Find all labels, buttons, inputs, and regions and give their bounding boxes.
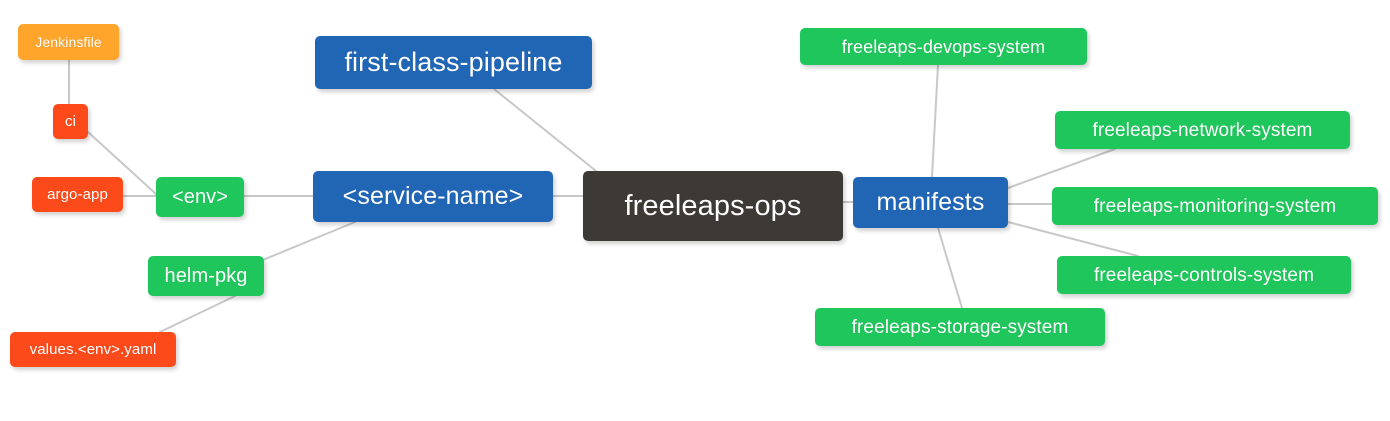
node-label-argo-app: argo-app: [47, 186, 108, 203]
node-freeleaps-ops[interactable]: freeleaps-ops: [583, 171, 843, 241]
node-label-freeleaps-controls-system: freeleaps-controls-system: [1093, 264, 1315, 286]
node-jenkinsfile[interactable]: Jenkinsfile: [18, 24, 119, 60]
node-values-env-yaml[interactable]: values.<env>.yaml: [10, 332, 176, 367]
edge-helm-pkg-to-service-name: [257, 221, 356, 263]
node-env[interactable]: <env>: [156, 177, 244, 217]
node-label-ci: ci: [64, 113, 77, 130]
edge-freeleaps-devops-system-to-manifests: [931, 64, 939, 178]
node-manifests[interactable]: manifests: [853, 177, 1008, 228]
node-label-helm-pkg: helm-pkg: [164, 265, 248, 287]
edge-values-env-yaml-to-helm-pkg: [159, 295, 236, 333]
node-label-freeleaps-ops: freeleaps-ops: [624, 189, 802, 222]
node-freeleaps-network-system[interactable]: freeleaps-network-system: [1055, 111, 1350, 149]
node-label-env: <env>: [171, 186, 229, 208]
node-label-values-env-yaml: values.<env>.yaml: [29, 341, 157, 358]
edge-manifests-to-freeleaps-controls-system: [1007, 221, 1139, 257]
node-ci[interactable]: ci: [53, 104, 88, 139]
node-label-freeleaps-monitoring-system: freeleaps-monitoring-system: [1093, 195, 1337, 217]
node-label-service-name: <service-name>: [342, 182, 524, 210]
node-freeleaps-monitoring-system[interactable]: freeleaps-monitoring-system: [1052, 187, 1378, 225]
node-freeleaps-devops-system[interactable]: freeleaps-devops-system: [800, 28, 1087, 65]
node-first-class-pipeline[interactable]: first-class-pipeline: [315, 36, 592, 89]
node-service-name[interactable]: <service-name>: [313, 171, 553, 222]
node-freeleaps-controls-system[interactable]: freeleaps-controls-system: [1057, 256, 1351, 294]
node-helm-pkg[interactable]: helm-pkg: [148, 256, 264, 296]
node-label-freeleaps-storage-system: freeleaps-storage-system: [851, 316, 1069, 338]
node-freeleaps-storage-system[interactable]: freeleaps-storage-system: [815, 308, 1105, 346]
node-label-freeleaps-network-system: freeleaps-network-system: [1092, 119, 1313, 141]
edge-first-class-pipeline-to-freeleaps-ops: [493, 88, 597, 172]
node-label-manifests: manifests: [876, 188, 985, 216]
node-argo-app[interactable]: argo-app: [32, 177, 123, 212]
edge-manifests-to-freeleaps-network-system: [1007, 148, 1116, 189]
node-label-freeleaps-devops-system: freeleaps-devops-system: [841, 36, 1046, 57]
node-label-jenkinsfile: Jenkinsfile: [35, 34, 102, 50]
edge-manifests-to-freeleaps-storage-system: [937, 227, 963, 309]
node-label-first-class-pipeline: first-class-pipeline: [344, 47, 563, 77]
